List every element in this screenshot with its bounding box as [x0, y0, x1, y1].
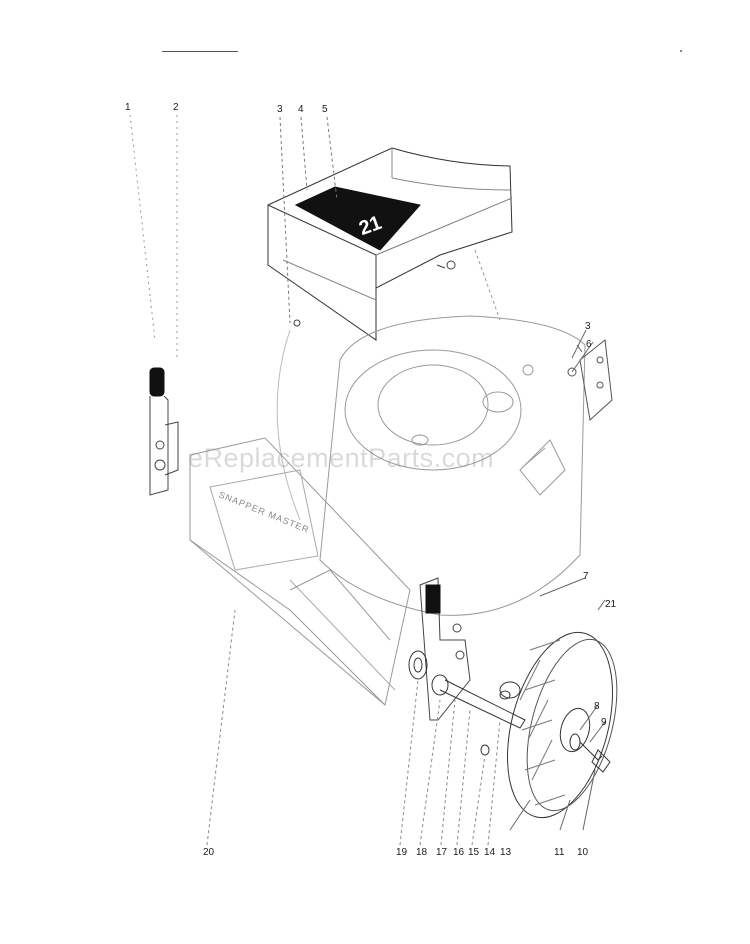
callout-9: 9 [601, 717, 607, 728]
axle-assembly [408, 650, 526, 756]
front-height-adjuster [149, 367, 179, 496]
callout-15: 15 [468, 847, 480, 858]
callout-3-right: 3 [585, 321, 591, 332]
callout-8: 8 [594, 701, 600, 712]
callout-2: 2 [173, 102, 179, 113]
deck-number-decal [294, 186, 421, 251]
callout-19: 19 [396, 847, 408, 858]
callout-13: 13 [500, 847, 512, 858]
callout-10: 10 [577, 847, 589, 858]
callout-5: 5 [322, 104, 328, 115]
wheel [507, 631, 618, 819]
wheel-bolt [569, 733, 611, 773]
callout-21: 21 [605, 599, 617, 610]
watermark: eReplacementParts.com [188, 443, 495, 473]
mower-deck [276, 315, 586, 616]
deck-cover [267, 147, 513, 341]
top-rule [162, 51, 238, 52]
corner-mark [680, 50, 682, 52]
callout-1: 1 [125, 102, 131, 113]
rear-skirt [189, 437, 411, 706]
callout-14: 14 [484, 847, 496, 858]
rear-height-adjuster [567, 339, 613, 421]
callout-16: 16 [453, 847, 465, 858]
callout-4: 4 [298, 104, 304, 115]
callout-3: 3 [277, 104, 283, 115]
callout-18: 18 [416, 847, 428, 858]
callout-20: 20 [203, 847, 215, 858]
callout-6: 6 [586, 339, 592, 350]
callout-11: 11 [554, 847, 565, 858]
axle-bracket [419, 577, 471, 721]
callout-7: 7 [583, 571, 589, 582]
callout-17: 17 [436, 847, 448, 858]
